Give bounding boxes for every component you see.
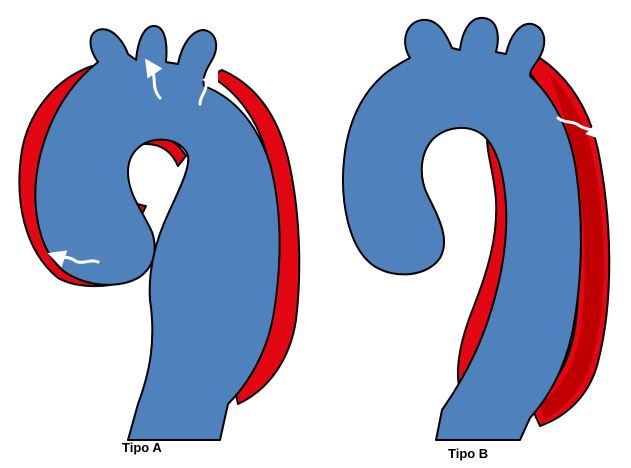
caption-tipo-a: Tipo A <box>122 440 162 455</box>
panel-tipo-a <box>19 26 299 440</box>
caption-tipo-b: Tipo B <box>448 446 488 461</box>
panel-tipo-b <box>343 18 609 440</box>
